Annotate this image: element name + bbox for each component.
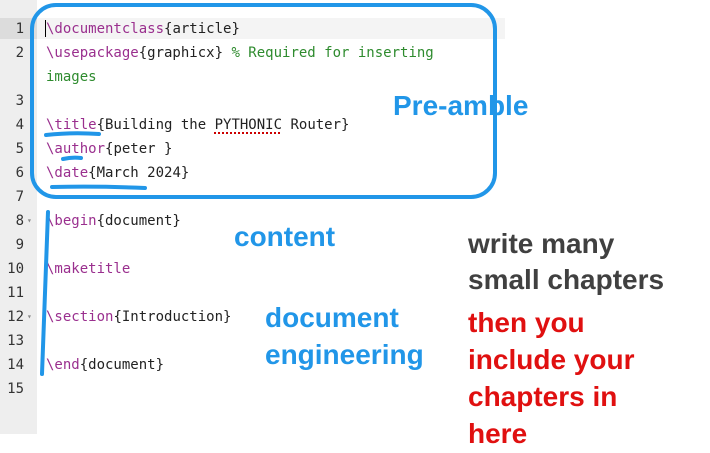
line-number: 8 — [15, 213, 24, 229]
latex-command: \section — [46, 309, 114, 325]
code-text: {March 2024} — [88, 165, 190, 181]
code-text: {Building the — [96, 117, 215, 133]
include-note-line-4: here — [468, 418, 528, 449]
code-comment: % Required for inserting — [231, 45, 434, 61]
code-line[interactable]: \usepackage{graphicx} % Required for ins… — [46, 45, 434, 61]
code-text: {document} — [96, 213, 181, 229]
line-number: 3 — [15, 93, 24, 109]
line-number: 15 — [7, 381, 24, 397]
include-note-line-2: include your — [468, 344, 635, 375]
line-number: 13 — [7, 333, 24, 349]
code-line[interactable]: \title{Building the PYTHONIC Router} — [46, 117, 349, 133]
active-line-gutter-highlight — [0, 18, 37, 39]
code-line[interactable]: images — [46, 69, 97, 85]
line-number: 2 — [15, 45, 24, 61]
code-line[interactable]: \author{peter } — [46, 141, 172, 157]
date-underline — [50, 184, 147, 190]
spelling-error-word: PYTHONIC — [214, 117, 283, 133]
include-chapters-note: then you include your chapters in here — [468, 304, 634, 452]
latex-command: \documentclass — [46, 21, 165, 37]
code-line[interactable]: \end{document} — [46, 357, 164, 373]
line-number: 4 — [15, 117, 24, 133]
document-engineering-label: document engineering — [265, 299, 424, 373]
code-text: Router} — [282, 117, 350, 133]
code-text: {peter } — [105, 141, 173, 157]
line-number: 5 — [15, 141, 24, 157]
write-many-line-1: write many — [468, 228, 615, 259]
document-engineering-line-2: engineering — [265, 339, 424, 370]
line-number: 14 — [7, 357, 24, 373]
code-line[interactable]: \begin{document} — [46, 213, 181, 229]
write-many-line-2: small chapters — [468, 264, 665, 295]
code-line[interactable]: \section{Introduction} — [46, 309, 231, 325]
author-underline — [61, 155, 83, 161]
line-number: 11 — [7, 285, 24, 301]
latex-command: \author — [46, 141, 106, 157]
title-underline — [44, 131, 101, 137]
line-number: 12 — [7, 309, 24, 325]
line-number: 6 — [15, 165, 24, 181]
content-label: content — [234, 221, 336, 252]
code-line[interactable]: \date{March 2024} — [46, 165, 189, 181]
code-text: {Introduction} — [113, 309, 232, 325]
code-line[interactable]: \maketitle — [46, 261, 130, 277]
latex-command: \maketitle — [46, 261, 131, 277]
fold-toggle-icon[interactable]: ▾ — [27, 312, 32, 321]
latex-command: \end — [46, 357, 80, 373]
line-number: 9 — [15, 237, 24, 253]
include-note-line-3: chapters in — [468, 381, 618, 412]
text-cursor — [45, 20, 46, 37]
document-body-bracket — [40, 210, 50, 376]
latex-command: \title — [46, 117, 97, 133]
code-text: {document} — [79, 357, 165, 373]
latex-command: \usepackage — [46, 45, 139, 61]
fold-toggle-icon[interactable]: ▾ — [27, 216, 32, 225]
line-number: 1 — [15, 21, 24, 37]
preamble-label: Pre-amble — [393, 90, 529, 121]
code-text: {article} — [164, 21, 240, 37]
latex-command: \date — [46, 165, 89, 181]
code-text: {graphicx} — [138, 45, 232, 61]
code-line[interactable]: \documentclass{article} — [46, 21, 240, 37]
latex-command: \begin — [46, 213, 97, 229]
line-number: 10 — [7, 261, 24, 277]
line-number: 7 — [15, 189, 24, 205]
document-engineering-line-1: document — [265, 302, 399, 333]
include-note-line-1: then you — [468, 307, 585, 338]
write-many-chapters-note: write many small chapters — [468, 226, 664, 298]
code-comment: images — [46, 69, 97, 85]
